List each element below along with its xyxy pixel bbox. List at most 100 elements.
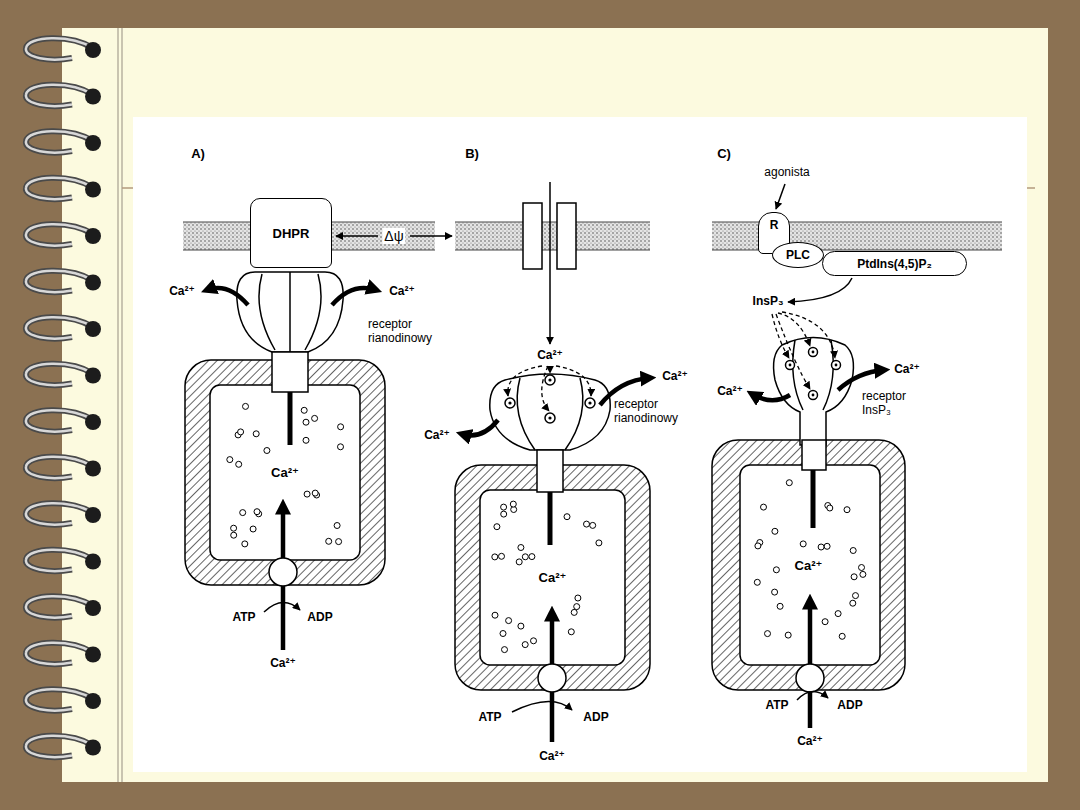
calcium-dot xyxy=(516,559,522,565)
calcium-dot xyxy=(499,553,505,559)
spiral-ring xyxy=(26,85,93,106)
channel-pore xyxy=(523,203,542,269)
calcium-dot xyxy=(338,424,344,430)
atp-arrow xyxy=(264,602,300,612)
atp-arrow xyxy=(512,701,572,712)
spiral-ring xyxy=(26,131,93,152)
ryanodine-receptor xyxy=(237,272,343,352)
spiral-ring xyxy=(26,271,93,292)
binding-hole xyxy=(85,182,101,198)
diffusion-arrow xyxy=(778,313,810,346)
ryanodine-receptor xyxy=(517,378,583,450)
spiral-ring xyxy=(26,457,93,478)
panel-letter: A) xyxy=(191,147,205,162)
diffusion-arrow xyxy=(776,314,810,389)
calcium-dot xyxy=(243,403,249,409)
spiral-ring xyxy=(26,457,93,478)
calcium-dot xyxy=(851,574,857,580)
signal-arrow xyxy=(788,278,852,302)
calcium-dot xyxy=(853,593,859,599)
calcium-dot xyxy=(242,541,248,547)
membrane xyxy=(455,222,650,250)
ion-label: Ca²⁺ xyxy=(537,349,563,363)
node-text: Ca²⁺ xyxy=(271,465,299,480)
receptor-dot-center xyxy=(588,401,591,404)
agonist-label: agonista xyxy=(764,166,809,180)
calcium-flow-arrow xyxy=(207,288,248,305)
reticulum-store: Ca²⁺ xyxy=(712,440,905,690)
binding-hole xyxy=(85,368,101,384)
calcium-dot xyxy=(303,437,309,443)
calcium-dot xyxy=(334,523,340,529)
pump xyxy=(269,558,297,586)
panel-letter: B) xyxy=(465,147,479,162)
diffusion-arrow xyxy=(508,312,835,411)
calcium-dot xyxy=(844,507,850,513)
ip3-receptor xyxy=(802,440,826,470)
ip3-receptor xyxy=(793,340,833,410)
calcium-dot xyxy=(529,554,535,560)
calcium-dot xyxy=(574,604,580,610)
binding-hole xyxy=(85,461,101,477)
ip3-receptor xyxy=(809,391,818,400)
ryanodine-receptor xyxy=(237,272,610,492)
release-line xyxy=(548,492,553,545)
adp-label: ADP xyxy=(583,711,608,725)
release-line xyxy=(811,470,816,528)
notebook-page xyxy=(62,28,1048,782)
calcium-dot xyxy=(590,522,596,528)
binding-hole xyxy=(85,600,101,616)
calcium-dot xyxy=(596,540,602,546)
reticulum-store: Ca²⁺ xyxy=(185,360,385,585)
diffusion-arrow xyxy=(549,366,550,373)
atp-label: ATP xyxy=(478,711,501,725)
ryanodine-receptor xyxy=(545,413,555,423)
calcium-dot xyxy=(839,633,845,639)
binding-hole xyxy=(85,647,101,663)
calcium-dot xyxy=(301,407,307,413)
calcium-dot xyxy=(772,589,778,595)
receptor-label: receptor rianodinowy xyxy=(368,318,448,346)
calcium-dot xyxy=(312,490,318,496)
binding-hole xyxy=(85,740,101,756)
calcium-dot xyxy=(304,491,310,497)
ion-label: Ca²⁺ xyxy=(662,370,688,384)
release-line xyxy=(288,392,293,445)
spiral-ring xyxy=(26,131,93,152)
receptor-dot-center xyxy=(789,364,792,367)
calcium-dot xyxy=(754,579,760,585)
calcium-dot xyxy=(571,609,577,615)
spiral-ring xyxy=(26,364,93,385)
adp-label: ADP xyxy=(307,611,332,625)
diffusion-arrow xyxy=(556,366,591,396)
ion-label: Ca²⁺ xyxy=(169,285,195,299)
calcium-dot xyxy=(822,619,828,625)
calcium-dot xyxy=(859,565,865,571)
calcium-flow-arrow xyxy=(462,420,498,435)
calcium-dot xyxy=(326,538,332,544)
binding-hole xyxy=(85,321,101,337)
ip3-receptor xyxy=(774,338,854,471)
calcium-dot xyxy=(827,505,833,511)
receptor-dot-center xyxy=(812,351,815,354)
spiral-ring xyxy=(26,224,93,245)
pump xyxy=(796,664,824,692)
ion-label: Ca²⁺ xyxy=(424,429,450,443)
calcium-flow-arrow xyxy=(332,288,376,305)
binding-hole xyxy=(85,228,101,244)
calcium-dot xyxy=(338,444,344,450)
spiral-ring xyxy=(26,317,93,338)
receptor-label: receptor rianodinowy xyxy=(614,398,699,426)
dhpr-box: DHPR xyxy=(250,198,332,268)
calcium-dot xyxy=(312,415,318,421)
ryanodine-receptor xyxy=(537,450,563,492)
calcium-flow-arrow xyxy=(838,370,884,390)
calcium-dot xyxy=(755,543,761,549)
calcium-dot xyxy=(303,419,309,425)
calcium-dot xyxy=(231,525,237,531)
calcium-dot xyxy=(522,554,528,560)
node-text: PtdIns(4,5)P₂ xyxy=(857,257,932,271)
signal-arrow xyxy=(336,182,852,344)
ion-label: Ca²⁺ xyxy=(797,735,823,749)
spiral-ring xyxy=(26,596,93,617)
